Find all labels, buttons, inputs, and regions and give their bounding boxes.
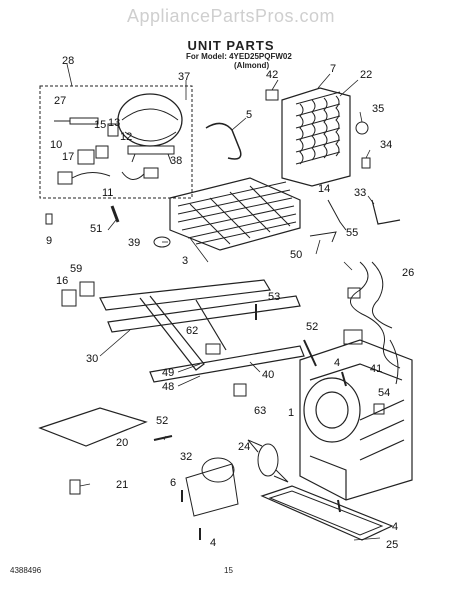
callout: 37 xyxy=(178,71,190,83)
callout: 14 xyxy=(318,183,330,195)
callout: 22 xyxy=(360,69,372,81)
compressor xyxy=(117,93,183,163)
callout: 62 xyxy=(186,325,198,337)
doc-number: 4388496 xyxy=(10,566,42,575)
drain-pan-rim xyxy=(268,490,384,536)
callout: 10 xyxy=(50,139,62,151)
callout: 1 xyxy=(288,407,294,419)
fan-blade xyxy=(247,439,289,483)
callout: 63 xyxy=(254,405,266,417)
variant-line: (Almond) xyxy=(234,61,270,70)
page-number: 15 xyxy=(224,566,233,575)
base-frame xyxy=(99,279,305,383)
callout: 53 xyxy=(268,291,280,303)
callout: 35 xyxy=(372,103,384,115)
drain-heater-upper xyxy=(303,339,317,367)
part-14 xyxy=(327,199,347,231)
callout: 3 xyxy=(182,255,188,267)
drain-pan xyxy=(260,485,394,541)
callout: 33 xyxy=(354,187,366,199)
callout: 48 xyxy=(162,381,174,393)
callout: 28 xyxy=(62,55,74,67)
callout: 25 xyxy=(386,539,398,551)
callout: 6 xyxy=(170,477,176,489)
part-62 xyxy=(205,343,221,355)
callout: 59 xyxy=(70,263,82,275)
callout: 5 xyxy=(246,109,252,121)
evaporator-coil xyxy=(169,177,301,251)
callout: 50 xyxy=(290,249,302,261)
callout: 15 xyxy=(94,119,106,131)
callout: 54 xyxy=(378,387,390,399)
grommet xyxy=(153,236,171,248)
callout: 40 xyxy=(262,369,274,381)
callout: 52 xyxy=(156,415,168,427)
callout: 13 xyxy=(108,117,120,129)
callout: 16 xyxy=(56,275,68,287)
plug-9 xyxy=(45,213,53,225)
drier-tube xyxy=(205,122,242,160)
callout: 9 xyxy=(46,235,52,247)
callout: 41 xyxy=(370,363,382,375)
bracket-55 xyxy=(309,231,337,243)
callout: 55 xyxy=(346,227,358,239)
callout: 4 xyxy=(392,521,398,533)
callout: 26 xyxy=(402,267,414,279)
callout: 11 xyxy=(102,187,113,199)
callout: 34 xyxy=(380,139,392,151)
callout: 51 xyxy=(90,223,102,235)
heater-33 xyxy=(371,199,401,225)
callout: 20 xyxy=(116,437,128,449)
screw-4-pan xyxy=(337,499,341,513)
cover-panel-20 xyxy=(38,407,148,447)
model-line: For Model: 4YED25PQFW02 xyxy=(186,52,292,61)
condenser-coil xyxy=(281,87,351,187)
callout: 4 xyxy=(334,357,340,369)
screw-4-side xyxy=(341,371,347,387)
callout: 17 xyxy=(62,151,74,163)
callout: 21 xyxy=(116,479,128,491)
callout: 7 xyxy=(330,63,336,75)
callout: 32 xyxy=(180,451,192,463)
leader-lines xyxy=(66,63,381,541)
compressor-group-box xyxy=(39,85,193,199)
watermark: AppliancePartsPros.com xyxy=(126,6,336,26)
callout: 24 xyxy=(238,441,250,453)
clip-21 xyxy=(69,479,81,495)
start-relay-group xyxy=(54,117,159,185)
page-title: UNIT PARTS xyxy=(187,38,275,53)
bracket-16 xyxy=(61,289,77,307)
callout: 42 xyxy=(266,69,278,81)
part-54 xyxy=(373,403,385,415)
callout: 12 xyxy=(120,131,132,143)
callout: 30 xyxy=(86,353,98,365)
callout: 4 xyxy=(210,537,216,549)
callout: 49 xyxy=(162,367,174,379)
spacer-63 xyxy=(233,383,247,397)
callout: 27 xyxy=(54,95,66,107)
bracket-59 xyxy=(79,281,95,297)
fan-shroud xyxy=(299,339,413,501)
fan-motor xyxy=(185,457,239,517)
drain-heater-lower xyxy=(153,435,173,441)
callout: 52 xyxy=(306,321,318,333)
tube-51 xyxy=(110,205,120,223)
wire-harness xyxy=(343,261,401,385)
callout: 39 xyxy=(128,237,140,249)
callout: 38 xyxy=(170,155,182,167)
